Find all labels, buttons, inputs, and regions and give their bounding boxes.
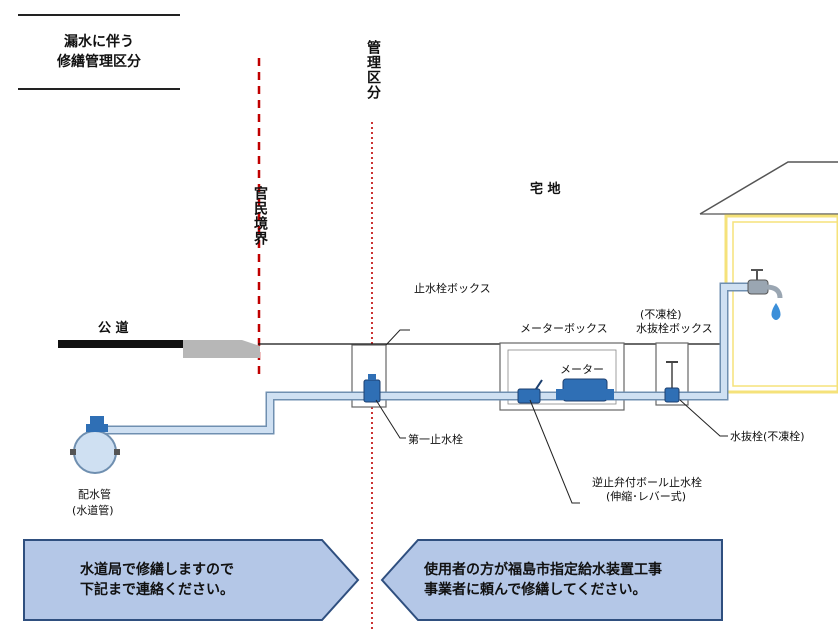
distribution-main — [73, 430, 117, 474]
first-stopcock-valve — [363, 374, 381, 403]
public-private-boundary-label: 官民境界 — [252, 186, 268, 246]
water-meter — [556, 378, 614, 402]
meter-label: メーター — [560, 363, 604, 376]
drain-box-label-1: (不凍栓) — [640, 308, 682, 321]
leader-first-stopcock — [375, 399, 406, 439]
title-line-2: 修繕管理区分 — [57, 54, 141, 70]
check-valve-label-2: (伸縮･レバー式) — [606, 490, 687, 503]
leader-check-valve — [529, 399, 580, 504]
road-surface — [58, 340, 183, 348]
road-label: 公 道 — [98, 321, 129, 336]
stopcock-box-label: 止水栓ボックス — [414, 282, 491, 295]
drain-valve-label: 水抜栓(不凍栓) — [730, 430, 805, 443]
management-boundary-label: 管理区分 — [365, 40, 381, 100]
left-callout-shape — [23, 539, 360, 621]
first-stopcock-label: 第一止水栓 — [408, 433, 463, 446]
meter-box-label: メーターボックス — [520, 322, 608, 335]
leader-drain-valve — [679, 399, 728, 437]
left-callout-line-2: 下記まで連絡ください。 — [80, 582, 234, 598]
water-drop — [771, 303, 781, 320]
main-pipe-label-1: 配水管 — [78, 488, 111, 501]
check-valve-label-1: 逆止弁付ボール止水栓 — [592, 476, 702, 489]
diagram-title: 漏水に伴う 修繕管理区分 — [18, 14, 180, 90]
right-callout-text: 使用者の方が福島市指定給水装置工事 事業者に頼んで修繕してください。 — [424, 560, 662, 600]
curb — [183, 340, 260, 358]
main-pipe-label-2: (水道管) — [72, 504, 114, 517]
check-valve — [517, 379, 543, 404]
drain-box-label-2: 水抜栓ボックス — [636, 322, 713, 335]
leader-stopcock-box — [385, 329, 410, 346]
faucet — [747, 269, 783, 320]
drain-valve — [664, 361, 680, 403]
right-callout-shape — [380, 539, 723, 621]
left-callout-text: 水道局で修繕しますので 下記まで連絡ください。 — [80, 560, 234, 600]
residence-label: 宅 地 — [530, 182, 561, 197]
title-line-1: 漏水に伴う — [64, 34, 134, 50]
meter-box-inner — [507, 349, 617, 405]
right-callout-line-2: 事業者に頼んで修繕してください。 — [424, 582, 647, 598]
right-callout-line-1: 使用者の方が福島市指定給水装置工事 — [424, 562, 662, 578]
left-callout-line-1: 水道局で修繕しますので — [80, 562, 234, 578]
